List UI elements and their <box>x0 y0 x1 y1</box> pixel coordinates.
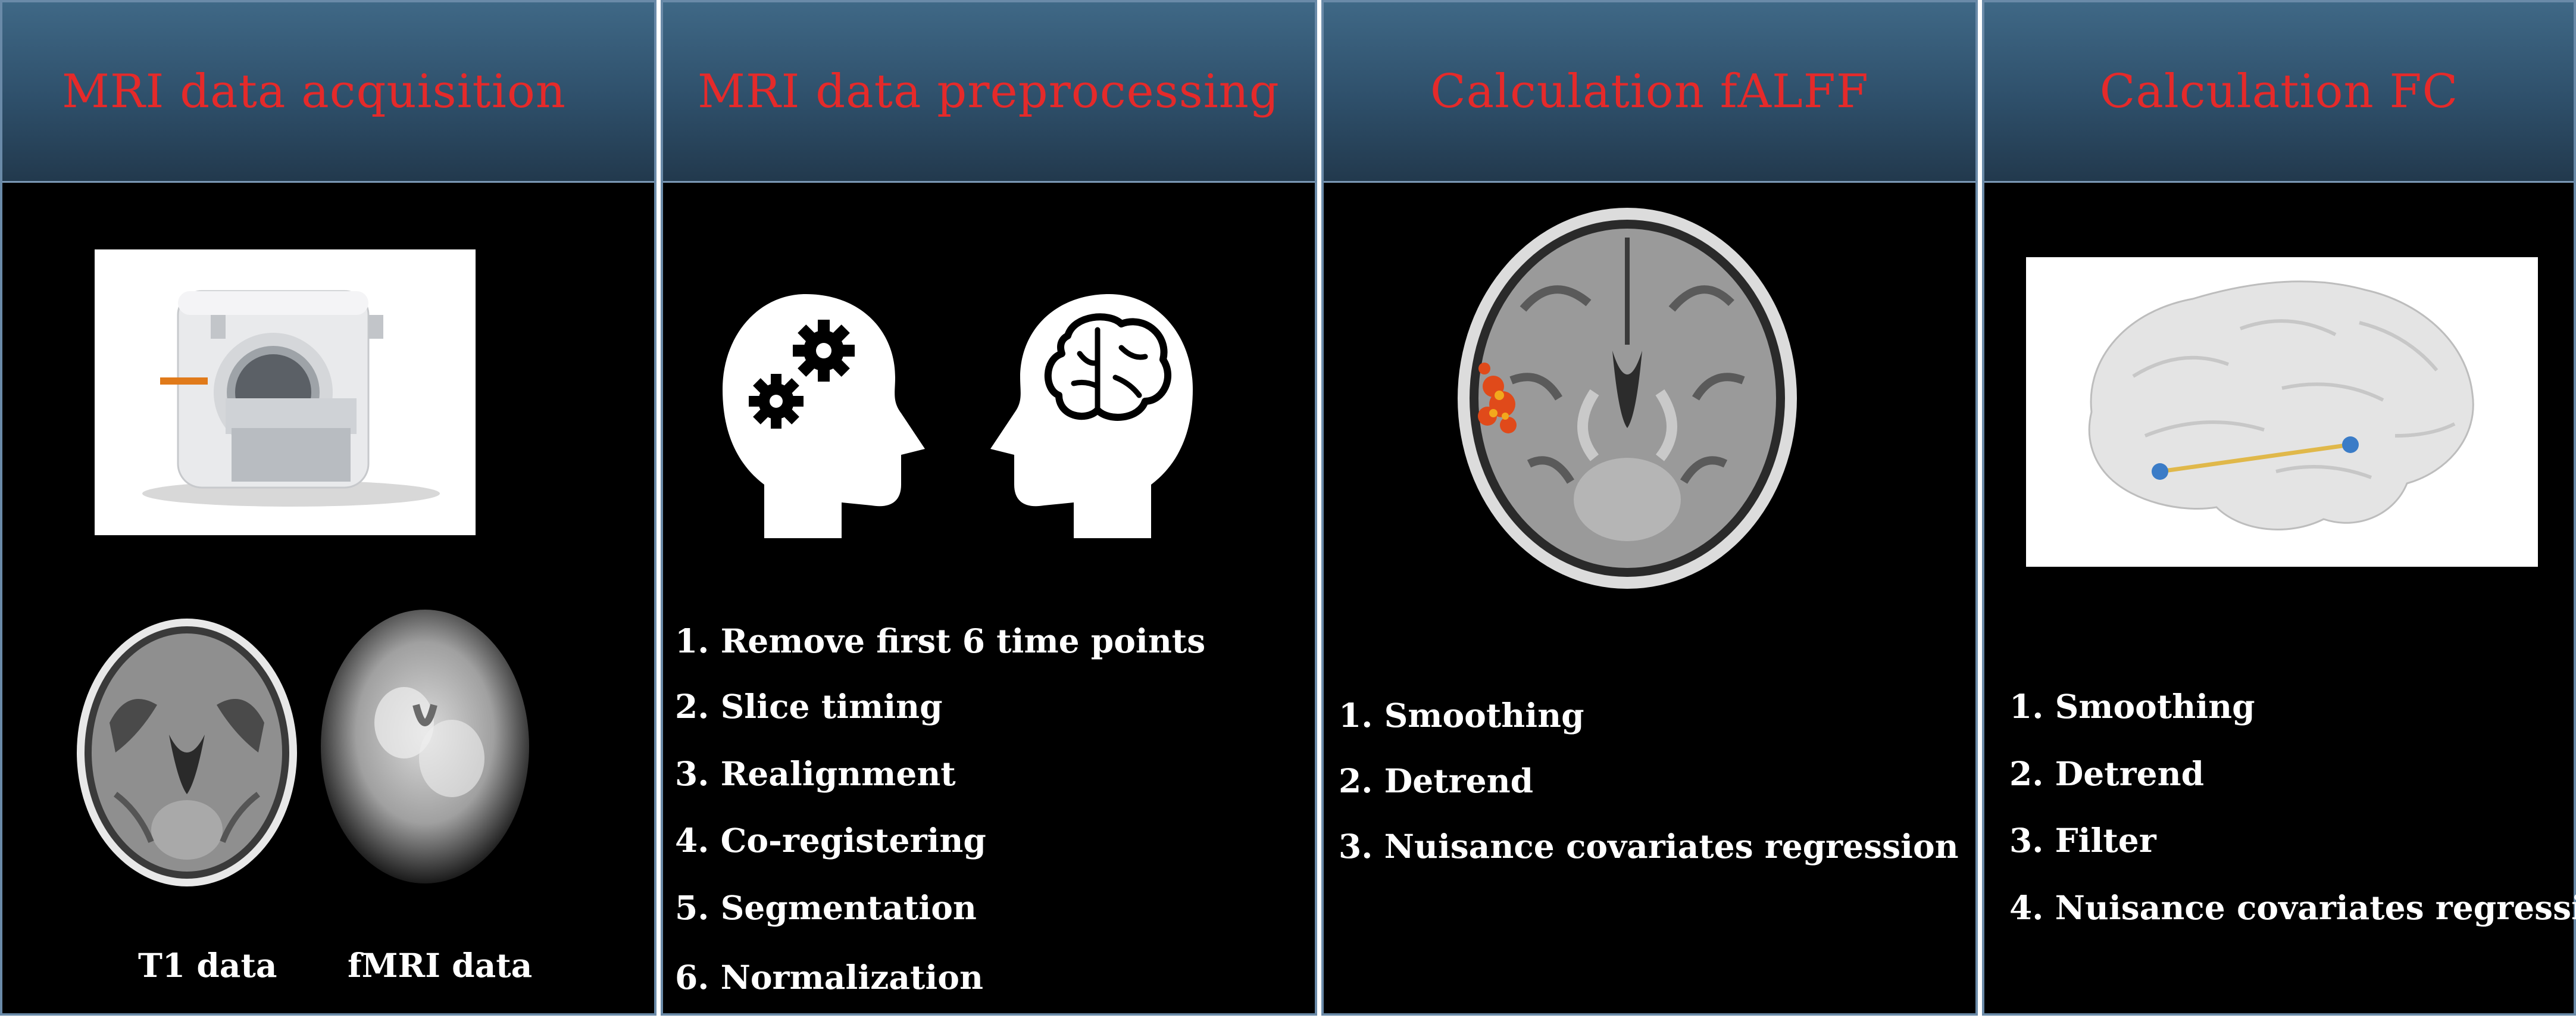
head-brain-icon <box>990 294 1193 538</box>
step-item: 4. Nuisance covariates regression <box>2009 888 2576 927</box>
panel-title: MRI data acquisition <box>62 65 567 118</box>
step-item: 3. Nuisance covariates regression <box>1339 827 1959 866</box>
fc-brain-network-image <box>2026 257 2538 567</box>
step-item: 1. Remove first 6 time points <box>675 622 1206 660</box>
panel-title: Calculation fALFF <box>1430 65 1869 118</box>
step-item: 3. Filter <box>2009 821 2156 860</box>
falff-brain-image <box>1458 208 1797 589</box>
step-item: 5. Segmentation <box>675 888 977 927</box>
head-gears-icon <box>723 294 925 538</box>
step-item: 2. Slice timing <box>675 687 943 726</box>
step-item: 2. Detrend <box>1339 761 1534 800</box>
panel-header: MRI data acquisition <box>2 2 654 183</box>
fmri-brain-image <box>321 610 529 883</box>
step-item: 3. Realignment <box>675 754 956 793</box>
panel-title: Calculation FC <box>2099 65 2459 118</box>
step-item: 1. Smoothing <box>1339 696 1584 735</box>
panel-header: Calculation FC <box>1984 2 2574 183</box>
mri-scanner-image <box>95 249 476 535</box>
step-item: 6. Normalization <box>675 958 983 997</box>
panel-preprocessing: MRI data preprocessing <box>661 0 1317 1016</box>
panel-fc: Calculation FC 1. Smoothing 2. Detrend 3… <box>1982 0 2576 1016</box>
caption-t1: T1 data <box>138 946 277 985</box>
step-item: 1. Smoothing <box>2009 687 2255 726</box>
panel-falff: Calculation fALFF 1. Smoothing 2. Detren… <box>1321 0 1978 1016</box>
step-item: 2. Detrend <box>2009 754 2205 793</box>
t1-brain-image <box>77 619 297 886</box>
caption-fmri: fMRI data <box>348 946 533 985</box>
panel-header: Calculation fALFF <box>1324 2 1975 183</box>
panel-acquisition: MRI data acquisition <box>0 0 656 1016</box>
step-item: 4. Co-registering <box>675 821 986 860</box>
panel-title: MRI data preprocessing <box>698 65 1280 118</box>
panel-header: MRI data preprocessing <box>663 2 1315 183</box>
